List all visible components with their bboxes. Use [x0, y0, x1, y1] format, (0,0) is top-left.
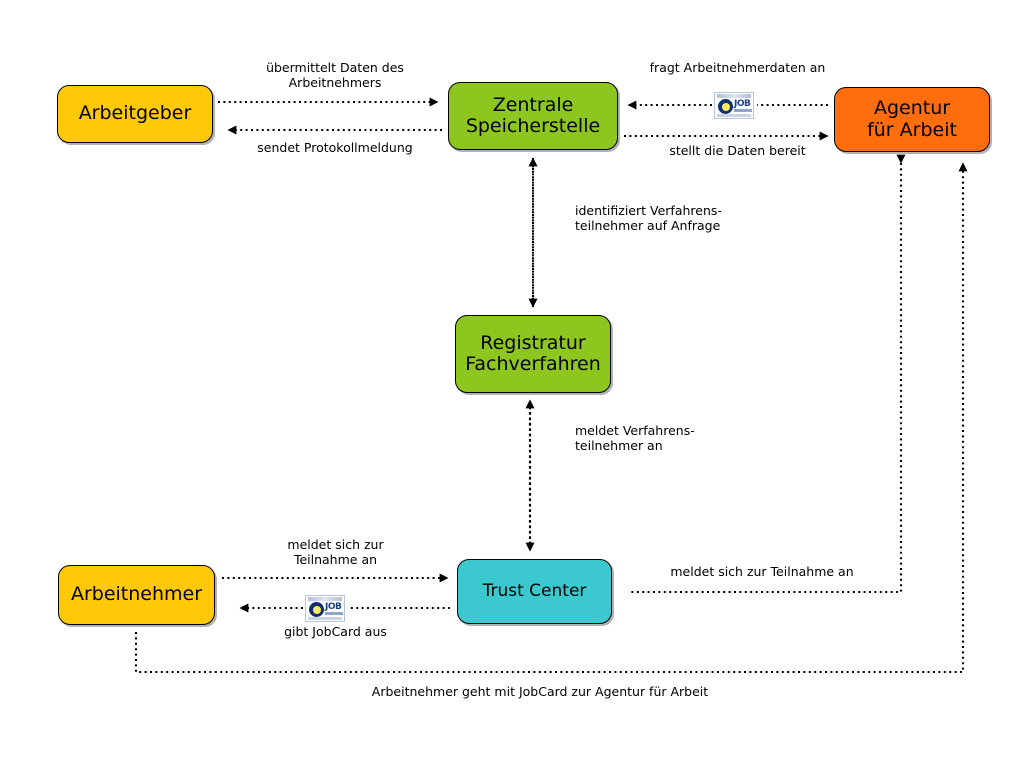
node-agentur-fuer-arbeit[interactable]: Agentur für Arbeit [834, 87, 990, 152]
node-zentrale-speicherstelle[interactable]: Zentrale Speicherstelle [448, 82, 618, 150]
node-arbeitgeber[interactable]: Arbeitgeber [57, 85, 213, 143]
edge-label-uebermittelt-daten: übermittelt Daten des Arbeitnehmers [266, 60, 404, 91]
jobcard-icon-underline [734, 109, 752, 112]
node-registratur-fachverfahren-label: Registratur Fachverfahren [465, 331, 601, 375]
jobcard-icon-bottom-band [717, 114, 751, 117]
jobcard-icon-text: JOB [734, 99, 751, 109]
edge-label-arbeitnehmer-geht-mit-jobcard: Arbeitnehmer geht mit JobCard zur Agentu… [371, 684, 709, 699]
jobcard-icon-top-band [717, 94, 751, 98]
jobcard-icon-dot [721, 102, 730, 111]
jobcard-icon: JOB [305, 595, 345, 622]
edge-label-fragt-arbeitnehmerdaten-an: fragt Arbeitnehmerdaten an [649, 60, 826, 75]
edge-label-identifiziert-verfahrensteilnehmer: identifiziert Verfahrens- teilnehmer auf… [575, 203, 722, 234]
jobcard-icon-underline [325, 612, 343, 615]
node-arbeitnehmer-label: Arbeitnehmer [70, 583, 203, 606]
jobcard-icon: JOB [714, 92, 754, 119]
edge-label-meldet-sich-zur-teilnahme-an-trustcenter: meldet sich zur Teilnahme an [670, 564, 854, 579]
node-arbeitgeber-label: Arbeitgeber [78, 102, 192, 125]
node-arbeitnehmer[interactable]: Arbeitnehmer [58, 565, 215, 625]
jobcard-icon-top-band [308, 597, 342, 601]
node-registratur-fachverfahren[interactable]: Registratur Fachverfahren [455, 315, 611, 393]
jobcard-icon-text: JOB [325, 602, 342, 612]
node-agentur-fuer-arbeit-label: Agentur für Arbeit [867, 97, 957, 141]
node-trust-center-label: Trust Center [482, 580, 587, 601]
jobcard-icon-bottom-band [308, 617, 342, 620]
edge-label-gibt-jobcard-aus: gibt JobCard aus [284, 624, 387, 639]
node-zentrale-speicherstelle-label: Zentrale Speicherstelle [465, 93, 601, 137]
edge-label-sendet-protokollmeldung: sendet Protokollmeldung [257, 140, 413, 155]
edge-label-meldet-verfahrensteilnehmer-an: meldet Verfahrens- teilnehmer an [575, 423, 695, 454]
node-trust-center[interactable]: Trust Center [457, 559, 612, 624]
edge-label-meldet-sich-zur-teilnahme-an: meldet sich zur Teilnahme an [287, 537, 384, 568]
edge-label-stellt-die-daten-bereit: stellt die Daten bereit [669, 143, 806, 158]
jobcard-icon-dot [312, 605, 321, 614]
